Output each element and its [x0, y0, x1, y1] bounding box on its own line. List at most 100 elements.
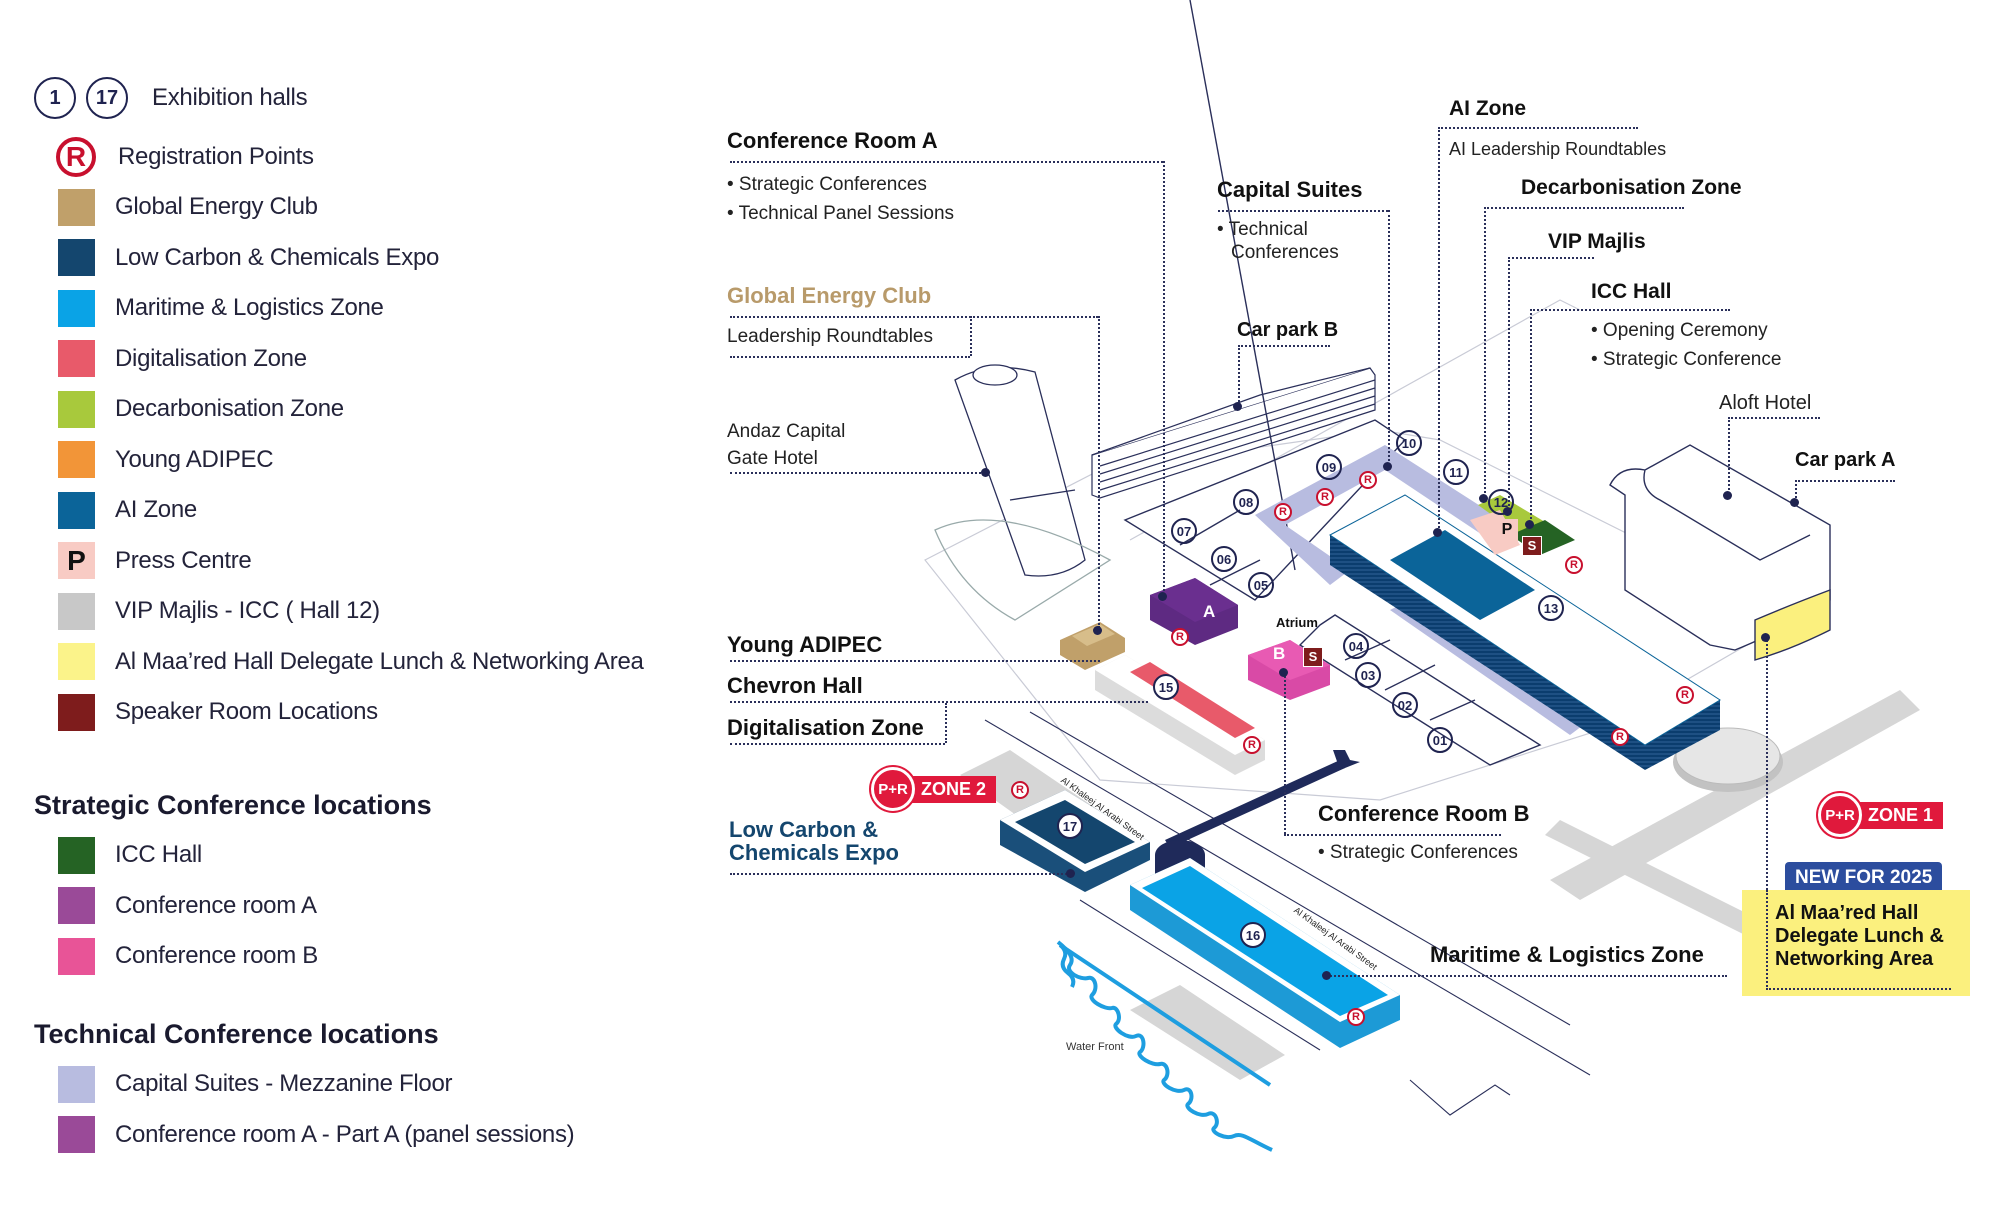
capital-suites-item: • Technical	[1217, 219, 1308, 240]
color-swatch-icon: P	[58, 542, 95, 579]
registration-point-icon[interactable]: R	[1011, 781, 1029, 799]
pin-icon	[1479, 494, 1488, 503]
hall-10-badge[interactable]: 10	[1396, 430, 1422, 456]
leader-line	[1795, 480, 1797, 502]
hall-06-badge[interactable]: 06	[1211, 546, 1237, 572]
legend-item: AI Zone	[58, 491, 197, 529]
low-carbon-title-1[interactable]: Low Carbon &	[729, 817, 879, 842]
hall-05-badge[interactable]: 05	[1248, 572, 1274, 598]
pin-icon	[1233, 402, 1242, 411]
maared-hall-box[interactable]	[1742, 890, 1970, 996]
leader-line	[1530, 309, 1532, 523]
waterfront-label: Water Front	[1066, 1041, 1124, 1053]
speaker-room-icon[interactable]: S	[1522, 536, 1542, 556]
press-centre-icon[interactable]: P	[1496, 519, 1518, 541]
leader-line	[1438, 127, 1638, 129]
speaker-room-icon[interactable]: S	[1303, 647, 1323, 667]
pin-icon	[1322, 971, 1331, 980]
leader-line	[730, 701, 1148, 703]
hall-15-badge[interactable]: 15	[1153, 674, 1179, 700]
registration-point-icon[interactable]: R	[1347, 1008, 1365, 1026]
registration-point-icon[interactable]: R	[1274, 503, 1292, 521]
registration-point-icon[interactable]: R	[1243, 736, 1261, 754]
color-swatch-icon	[58, 836, 95, 874]
legend-label: Global Energy Club	[115, 193, 318, 220]
color-swatch-icon	[58, 1116, 95, 1153]
registration-point-icon[interactable]: R	[1676, 686, 1694, 704]
hall-13-badge[interactable]: 13	[1538, 595, 1564, 621]
leader-line	[1766, 890, 1768, 990]
registration-point-icon[interactable]: R	[1611, 728, 1629, 746]
hall-16-badge[interactable]: 16	[1240, 922, 1266, 948]
registration-point-icon[interactable]: R	[1171, 628, 1189, 646]
legend-item: Maritime & Logistics Zone	[58, 289, 384, 327]
hall-17-badge[interactable]: 17	[1057, 813, 1083, 839]
young-adipec-title[interactable]: Young ADIPEC	[727, 632, 883, 657]
leader-line	[1766, 637, 1768, 989]
legend-item: Global Energy Club	[58, 188, 318, 226]
leader-line	[945, 703, 947, 743]
hall-badge-icon: 17	[86, 77, 128, 119]
hall-07-badge[interactable]: 07	[1171, 518, 1197, 544]
ai-zone-sub: AI Leadership Roundtables	[1449, 139, 1667, 159]
decarbonisation-zone-title[interactable]: Decarbonisation Zone	[1521, 176, 1742, 199]
maared-line: Networking Area	[1775, 948, 1934, 970]
legend-label: Press Centre	[115, 546, 252, 574]
hall-01-badge[interactable]: 01	[1427, 727, 1453, 753]
color-swatch-icon	[58, 643, 95, 680]
registration-point-icon[interactable]: R	[1565, 556, 1583, 574]
leader-line	[1284, 834, 1501, 836]
legend-label: Maritime & Logistics Zone	[115, 294, 384, 321]
chevron-hall-title[interactable]: Chevron Hall	[727, 673, 863, 698]
color-swatch-icon	[58, 1065, 95, 1103]
strategic-heading: Strategic Conference locations	[34, 790, 432, 820]
leader-line	[1508, 257, 1594, 259]
legend-item: P Press Centre	[58, 542, 252, 579]
registration-point-icon[interactable]: R	[1316, 488, 1334, 506]
hall-12-badge[interactable]: 12	[1488, 489, 1514, 515]
hall-09-badge[interactable]: 09	[1316, 454, 1342, 480]
leader-line	[1098, 316, 1100, 628]
color-swatch-icon	[58, 491, 95, 529]
hall-04-badge[interactable]: 04	[1343, 633, 1369, 659]
capital-suites-title[interactable]: Capital Suites	[1217, 177, 1363, 202]
legend-label: VIP Majlis - ICC ( Hall 12)	[115, 597, 380, 624]
icc-hall-title[interactable]: ICC Hall	[1591, 280, 1672, 303]
ai-zone-title[interactable]: AI Zone	[1449, 97, 1526, 120]
leader-line	[1508, 257, 1510, 510]
hall-02-badge[interactable]: 02	[1392, 692, 1418, 718]
leader-line	[730, 873, 1070, 875]
park-ride-zone-2[interactable]: P+R ZONE 2	[871, 767, 997, 811]
car-park-b	[1091, 367, 1376, 499]
digitalisation-zone-title[interactable]: Digitalisation Zone	[727, 715, 924, 740]
maritime-zone-title[interactable]: Maritime & Logistics Zone	[1430, 942, 1704, 967]
new-for-2025-badge: NEW FOR 2025	[1785, 862, 1943, 894]
street-lines	[984, 711, 1591, 1116]
car-park-a-title[interactable]: Car park A	[1795, 449, 1896, 471]
legend-label: Exhibition halls	[152, 84, 308, 111]
color-swatch-icon	[58, 289, 95, 327]
color-swatch-icon	[58, 390, 95, 428]
legend-registration: R Registration Points	[56, 137, 314, 177]
hall-11-badge[interactable]: 11	[1443, 459, 1469, 485]
pin-icon	[1093, 626, 1102, 635]
global-energy-club-title[interactable]: Global Energy Club	[727, 283, 932, 308]
conference-room-a-title[interactable]: Conference Room A	[727, 128, 938, 153]
leader-line	[1766, 988, 1951, 990]
registration-point-icon[interactable]: R	[1359, 471, 1377, 489]
pin-icon	[1158, 592, 1167, 601]
vip-majlis-title[interactable]: VIP Majlis	[1548, 230, 1646, 253]
hall-08-badge[interactable]: 08	[1233, 489, 1259, 515]
leader-line	[1284, 672, 1286, 834]
legend-item: Digitalisation Zone	[58, 340, 307, 377]
maared-line: Al Maa’red Hall	[1775, 902, 1919, 924]
park-ride-zone-1[interactable]: P+R ZONE 1	[1818, 793, 1944, 837]
low-carbon-title-2[interactable]: Chemicals Expo	[729, 840, 899, 865]
water-waves	[1058, 943, 1272, 1087]
conference-room-b-title[interactable]: Conference Room B	[1318, 801, 1530, 826]
legend-label: Young ADIPEC	[115, 445, 274, 473]
hall-03-badge[interactable]: 03	[1355, 662, 1381, 688]
global-energy-club-block	[1060, 622, 1125, 670]
car-park-b-title[interactable]: Car park B	[1237, 319, 1339, 341]
andaz-label-2: Gate Hotel	[727, 448, 818, 469]
